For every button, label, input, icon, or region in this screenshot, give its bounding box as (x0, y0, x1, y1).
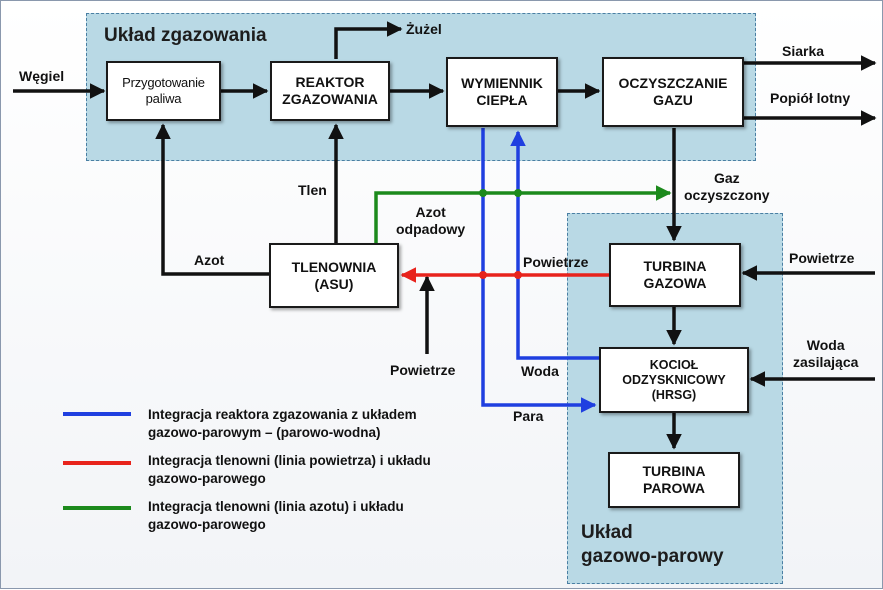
box-hrsg: KOCIOŁ ODZYSKNICOWY (HRSG) (599, 347, 749, 413)
label-nitrogen: Azot (194, 252, 225, 268)
steam-line (481, 128, 597, 413)
label-waste-nitrogen: Azot odpadowy (396, 204, 466, 237)
label-water: Woda (521, 363, 559, 379)
label-fly-ash: Popiół lotny (770, 90, 851, 106)
junction-dot (479, 189, 487, 197)
region-gasification-title: Układ zgazowania (104, 25, 267, 46)
legend-text-red: Integracja tlenowni (linia powietrza) i … (148, 453, 431, 486)
waste-nitrogen-line (374, 185, 672, 243)
junction-dot (514, 271, 522, 279)
slag-arrow (334, 21, 403, 59)
box-reactor: REAKTOR ZGAZOWANIA (270, 61, 390, 121)
label-sulfur: Siarka (782, 43, 825, 59)
label-clean-gas: Gaz oczyszczony (684, 170, 770, 203)
junction-dot (514, 189, 522, 197)
region-combined-cycle-title: Układ gazowo-parowy (581, 522, 724, 567)
box-heat-exchanger: WYMIENNIK CIEPŁA (446, 57, 558, 127)
box-steam-turbine: TURBINA PAROWA (608, 452, 740, 508)
water-line (510, 130, 599, 360)
label-coal: Węgiel (19, 68, 65, 84)
label-air-from-turbine: Powietrze (523, 254, 589, 270)
legend-text-green: Integracja tlenowni (linia azotu) i ukła… (148, 499, 404, 532)
box-fuel-prep: Przygotowanie paliwa (106, 61, 221, 121)
label-slag: Żużel (406, 21, 442, 37)
label-oxygen: Tlen (298, 182, 327, 198)
junction-dot (479, 271, 487, 279)
label-steam: Para (513, 408, 544, 424)
box-gas-turbine: TURBINA GAZOWA (609, 243, 741, 307)
label-feed-water: Woda zasilająca (793, 337, 859, 370)
box-gas-cleaning: OCZYSZCZANIE GAZU (602, 57, 744, 127)
label-air-gas-turbine: Powietrze (789, 250, 855, 266)
legend-text-blue: Integracja reaktora zgazowania z układem… (148, 407, 417, 440)
box-asu: TLENOWNIA (ASU) (269, 243, 399, 308)
label-air-to-asu: Powietrze (390, 362, 456, 378)
nitrogen-arrow (155, 123, 269, 276)
